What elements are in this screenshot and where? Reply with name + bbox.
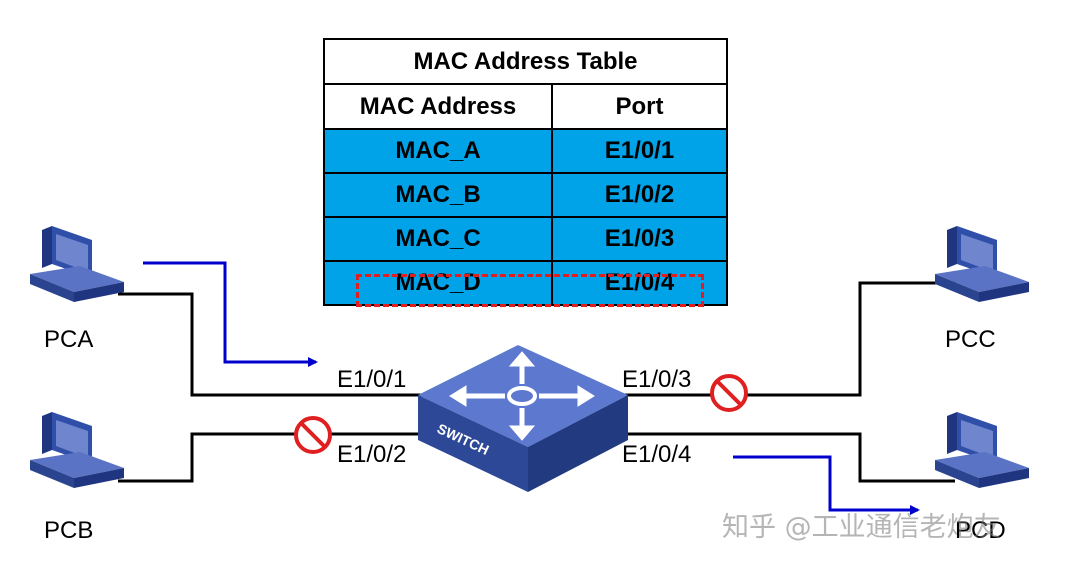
- table-cell-mac: MAC_B: [323, 172, 553, 218]
- host-label-pca: PCA: [44, 326, 94, 353]
- table-cell-mac: MAC_C: [323, 216, 553, 262]
- port-label-e1-0-4: E1/0/4: [622, 441, 692, 468]
- table-cell-port: E1/0/3: [551, 216, 728, 262]
- pc-icon-pca: [30, 226, 124, 302]
- pc-icon-pcd: [935, 412, 1029, 488]
- flow-arrow-out: [733, 455, 920, 515]
- flow-arrow-in: [143, 261, 318, 367]
- table-title: MAC Address Table: [323, 38, 728, 85]
- no-entry-icon: [710, 374, 748, 412]
- port-label-e1-0-1: E1/0/1: [337, 366, 407, 393]
- cable-pca: [118, 292, 440, 397]
- switch-icon: SWITCH: [418, 345, 628, 492]
- pc-icon-pcb: [30, 412, 124, 488]
- highlighted-row-marker: [356, 274, 704, 307]
- port-label-e1-0-2: E1/0/2: [337, 441, 407, 468]
- table-cell-port: E1/0/1: [551, 128, 728, 174]
- table-cell-mac: MAC_D: [323, 260, 553, 306]
- host-label-pcb: PCB: [44, 517, 94, 544]
- table-row: MAC_B E1/0/2: [323, 172, 728, 218]
- column-header-port: Port: [551, 83, 728, 130]
- watermark: 知乎 @工业通信老炮友: [722, 512, 1001, 543]
- table-cell-port: E1/0/4: [551, 260, 728, 306]
- mac-address-table: MAC Address Table MAC Address Port MAC_A…: [323, 38, 728, 306]
- table-row: MAC_A E1/0/1: [323, 128, 728, 174]
- no-entry-icon: [294, 416, 332, 454]
- host-label-pcd: PCD: [955, 517, 1006, 544]
- table-cell-mac: MAC_A: [323, 128, 553, 174]
- pc-icon-pcc: [935, 226, 1029, 302]
- table-row: MAC_C E1/0/3: [323, 216, 728, 262]
- cable-pcd: [610, 432, 955, 483]
- table-cell-port: E1/0/2: [551, 172, 728, 218]
- table-row: MAC_D E1/0/4: [323, 260, 728, 306]
- host-label-pcc: PCC: [945, 326, 996, 353]
- column-header-mac: MAC Address: [323, 83, 553, 130]
- port-label-e1-0-3: E1/0/3: [622, 366, 692, 393]
